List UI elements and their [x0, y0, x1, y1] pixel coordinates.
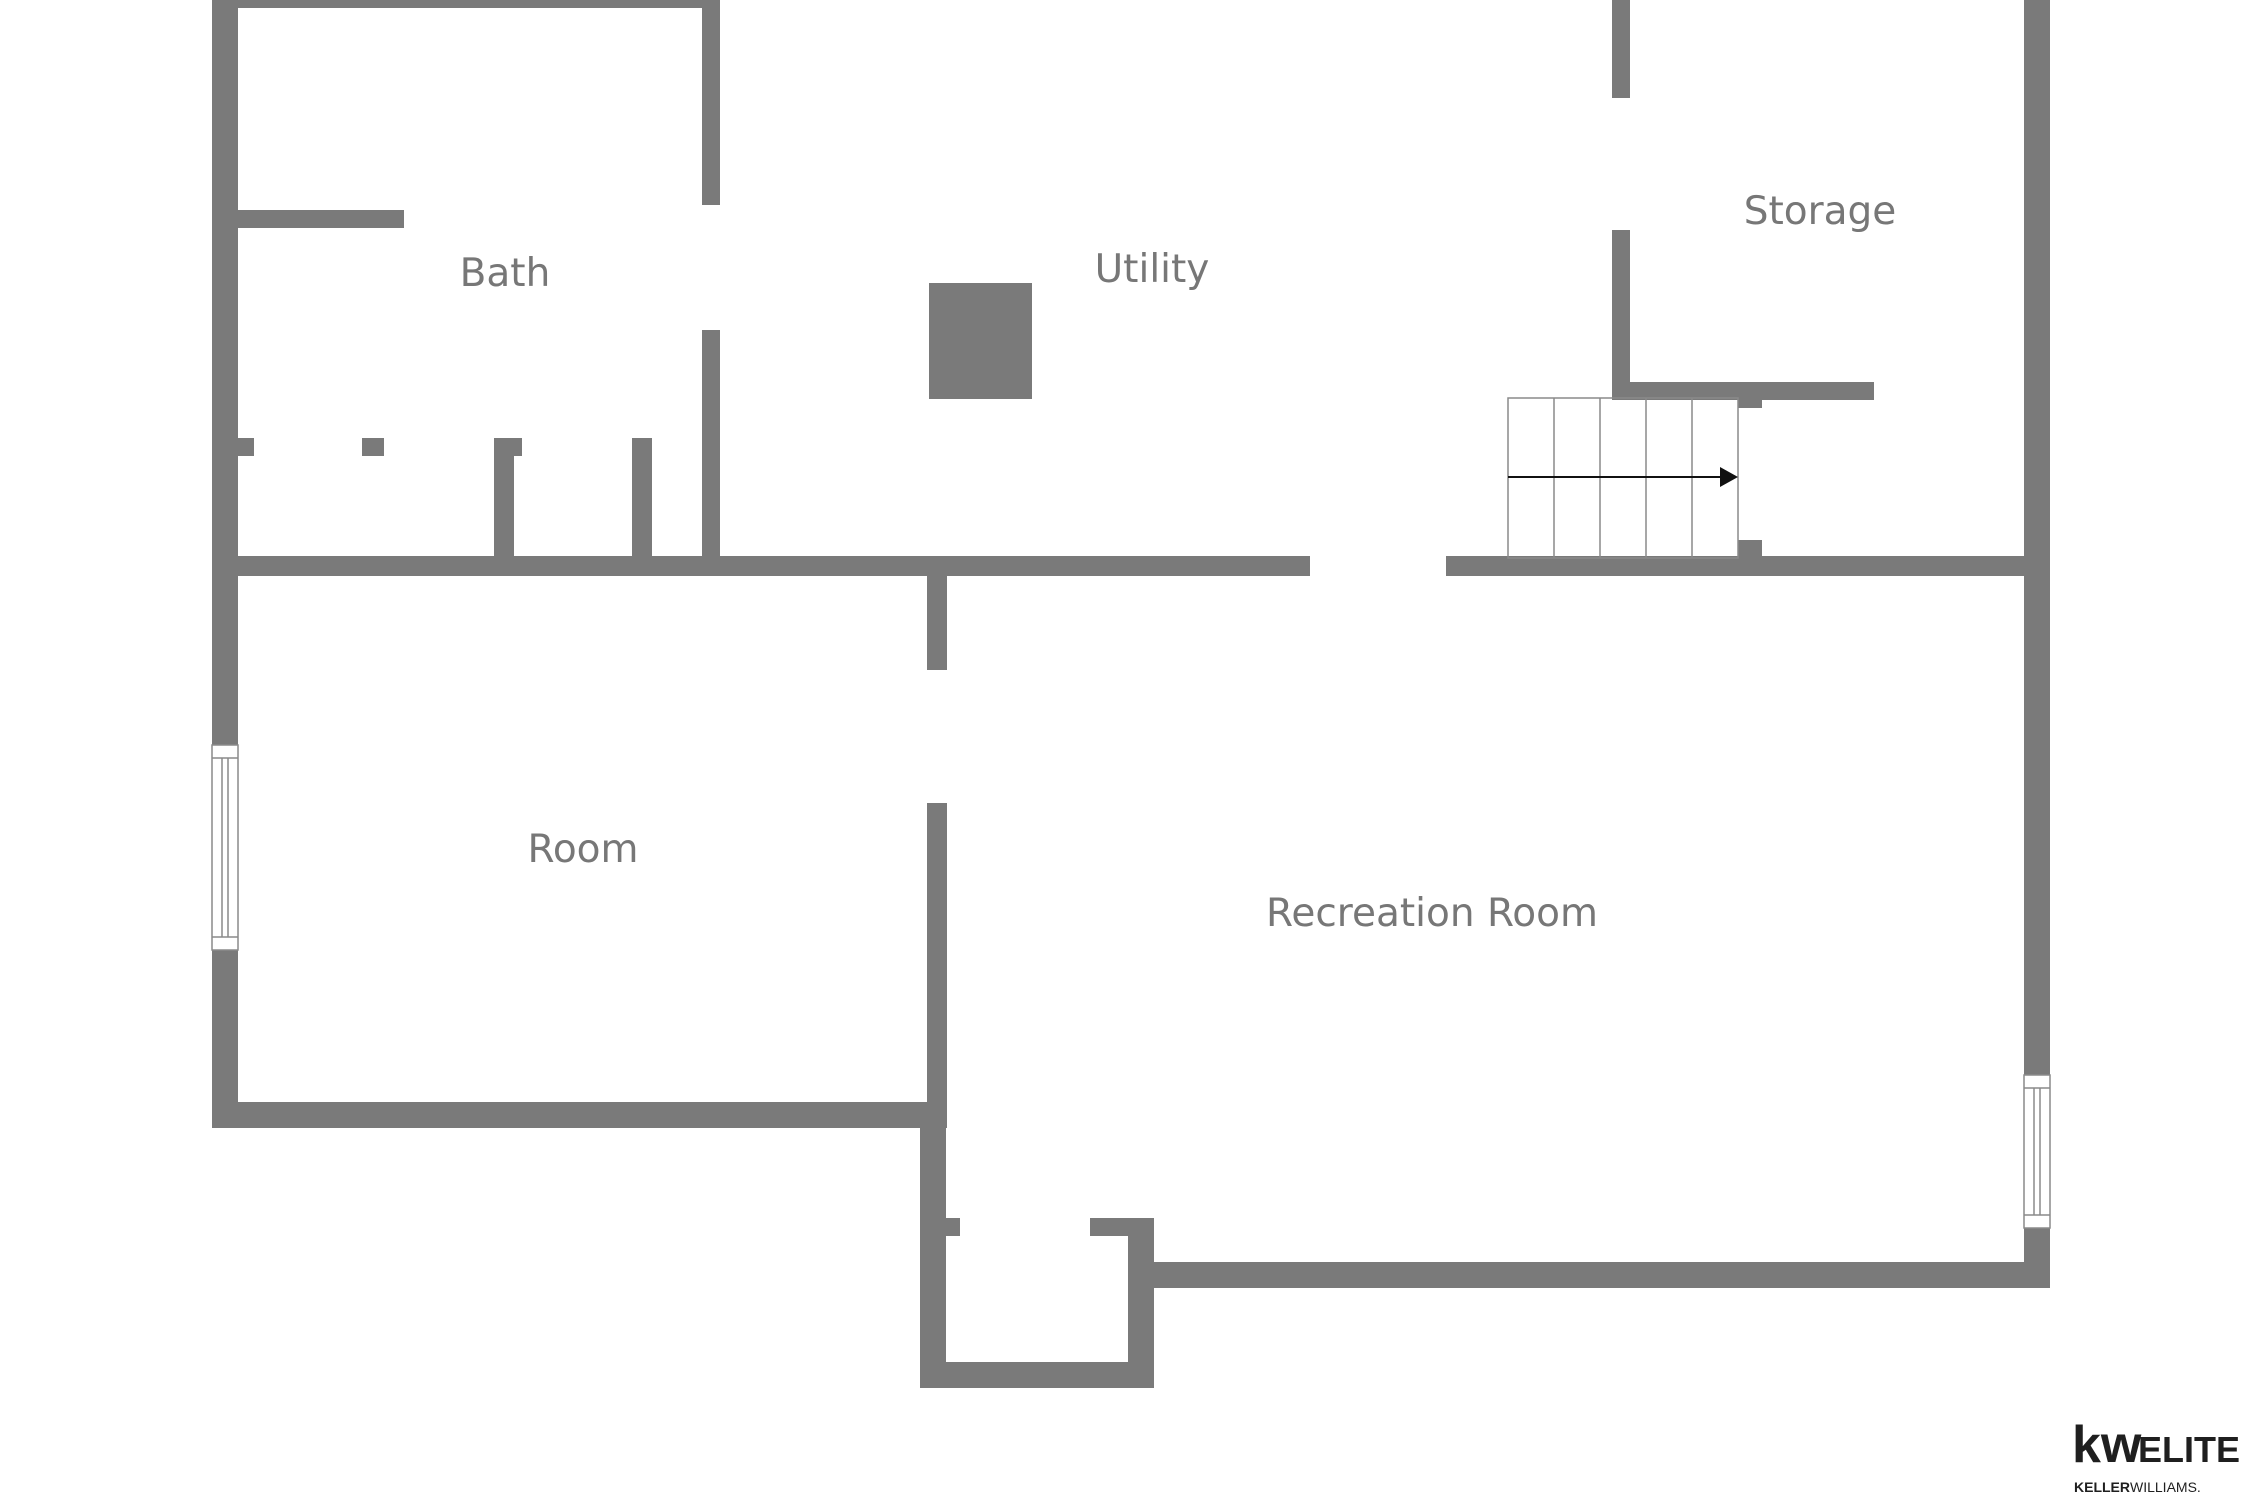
- window-left: [211, 744, 239, 951]
- wall-closet-top-b: [362, 438, 384, 456]
- wall-alcove-bottom: [920, 1362, 1154, 1388]
- wall-divider-upper: [927, 556, 947, 670]
- wall-bath-top: [212, 0, 720, 8]
- label-storage: Storage: [1744, 189, 1897, 234]
- wall-right-lower: [2024, 1228, 2050, 1288]
- logo-kw-mark: kw: [2072, 1416, 2142, 1474]
- walls: [212, 0, 2050, 1388]
- wall-storage-left-upper: [1612, 0, 1630, 98]
- wall-bath-right-upper: [702, 0, 720, 205]
- logo-brand-bold: KELLER: [2074, 1479, 2130, 1495]
- wall-closet-top-a: [238, 438, 254, 456]
- label-bath: Bath: [460, 251, 551, 296]
- furnace-block: [929, 283, 1032, 399]
- stair-arrow-head: [1720, 467, 1738, 487]
- wall-recreation-bottom: [1128, 1262, 2050, 1288]
- wall-closet-1: [494, 438, 514, 570]
- kw-elite-logo: kw ELITE KELLERWILLIAMS.: [2072, 1416, 2240, 1495]
- label-room: Room: [527, 827, 638, 872]
- wall-divider-lower: [927, 803, 947, 1128]
- wall-bath-right-lower: [702, 330, 720, 570]
- wall-stair-stub-bottom: [1738, 540, 1762, 560]
- wall-closet-2: [632, 438, 652, 570]
- wall-closet-top-c: [494, 438, 522, 456]
- wall-room-bottom: [212, 1102, 937, 1128]
- label-recreation-room: Recreation Room: [1266, 891, 1598, 936]
- logo-keller-williams: KELLERWILLIAMS.: [2074, 1479, 2201, 1495]
- wall-closet-top-d: [632, 438, 652, 456]
- wall-alcove-top-left: [946, 1218, 960, 1236]
- logo-brand-rest: WILLIAMS.: [2130, 1479, 2201, 1495]
- stairs: [1507, 397, 1739, 559]
- wall-left-lower: [212, 950, 238, 1128]
- wall-left-upper: [212, 0, 238, 745]
- wall-alcove-left: [920, 1102, 946, 1388]
- wall-stair-stub-top: [1738, 382, 1762, 408]
- label-utility: Utility: [1095, 247, 1210, 292]
- wall-bath-inner: [238, 210, 404, 228]
- wall-right-upper: [2024, 0, 2050, 1075]
- wall-storage-left-lower: [1612, 230, 1630, 400]
- wall-middle-right: [1446, 556, 2050, 576]
- wall-alcove-corner: [1128, 1218, 1146, 1264]
- logo-elite-text: ELITE: [2138, 1429, 2240, 1470]
- window-right: [2023, 1074, 2051, 1229]
- wall-middle-left: [212, 556, 1310, 576]
- windows: [211, 744, 2051, 1229]
